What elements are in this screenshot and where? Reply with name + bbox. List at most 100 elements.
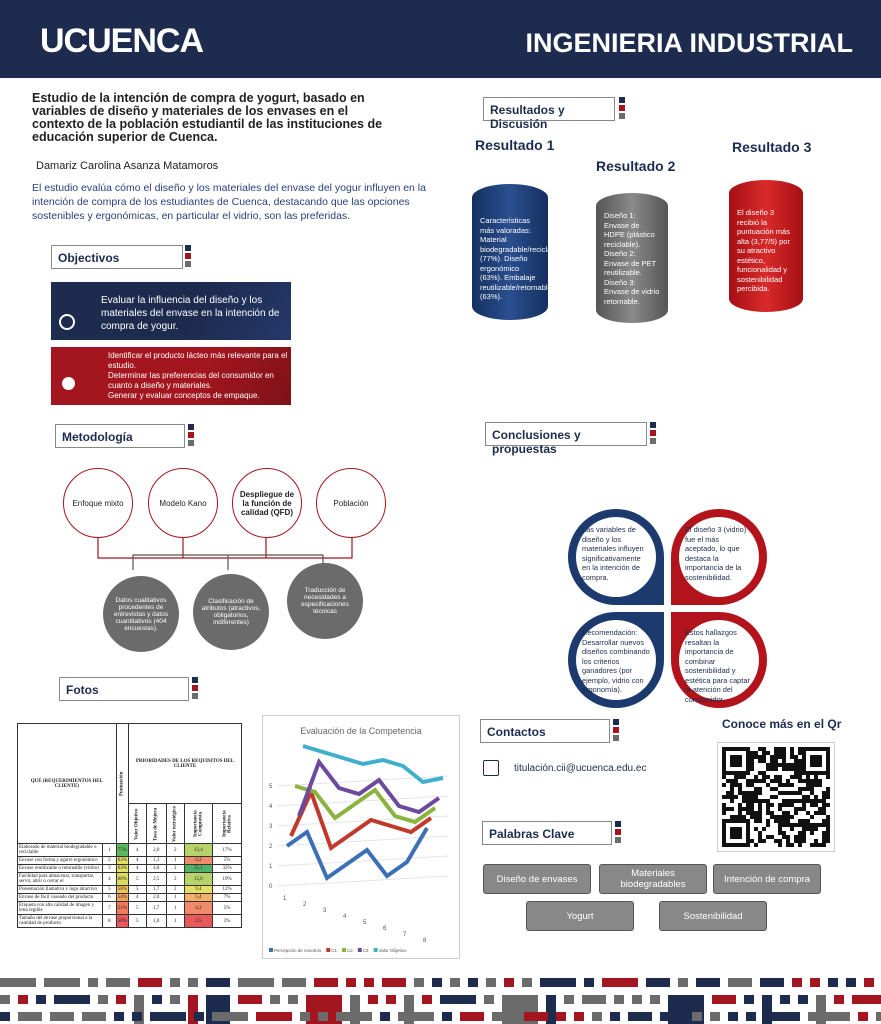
qr-code[interactable]: [717, 742, 835, 852]
table-cell: 54%: [115, 893, 129, 902]
pattern-block: [404, 995, 414, 1024]
table-cell: 5: [127, 914, 147, 928]
pattern-block: [116, 995, 126, 1004]
pattern-block: [492, 1012, 516, 1021]
table-cell: Facilidad para almacenar, transportar, s…: [17, 872, 103, 886]
table-cell: 4: [127, 893, 147, 902]
pattern-block: [546, 995, 556, 1024]
objective-item: Identificar el producto lácteo más relev…: [108, 351, 288, 370]
pattern-block: [18, 1012, 42, 1021]
table-cell: Etiqueta con alta calidad de imagen y le…: [17, 901, 103, 915]
pattern-block: [380, 1012, 390, 1021]
table-cell: 1: [165, 901, 185, 915]
table-cell: Elaborado de material biodegradable o re…: [17, 843, 103, 857]
conclusion-text: El diseño 3 (vidrio) fue el más aceptado…: [679, 517, 759, 597]
table-cell: 2,5: [183, 914, 214, 928]
legend-swatch: [373, 948, 378, 952]
pattern-block: [106, 978, 130, 987]
x-tick-label: 5: [363, 920, 367, 926]
faculty-title: INGENIERIA INDUSTRIAL: [525, 28, 853, 58]
table-cell: 50%: [115, 914, 129, 928]
pattern-block: [170, 995, 180, 1004]
section-marker-icon: [650, 422, 656, 446]
result-text: Características más valoradas: Material …: [480, 216, 562, 301]
result-title: Resultado 3: [732, 139, 812, 155]
table-cell: 15,0: [183, 872, 214, 886]
table-cell: 58%: [115, 885, 129, 894]
table-cell: 63%: [115, 856, 129, 865]
table-cell: 7%: [212, 893, 242, 902]
legend-swatch: [342, 948, 347, 952]
keyword-tag: Sostenibilidad: [659, 901, 767, 931]
email-icon: [483, 760, 499, 776]
section-contactos: Contactos: [480, 719, 610, 743]
pattern-block: [582, 995, 606, 1004]
pattern-block: [0, 1012, 10, 1021]
pattern-block: [744, 995, 754, 1004]
objective-specific-card: Identificar el producto lácteo más relev…: [51, 347, 291, 405]
section-marker-icon: [619, 97, 625, 121]
section-conclusiones: Conclusiones y propuestas: [485, 422, 647, 456]
table-cell: 3: [102, 864, 117, 873]
legend-label: Valor Objetivo: [379, 948, 407, 953]
keyword-tag: Intención de compra: [713, 864, 821, 894]
table-cell: 2: [165, 872, 185, 886]
lightbulb-icon: [62, 377, 75, 390]
table-row: Tamaño del envase proporcional a la cant…: [17, 914, 242, 928]
pattern-block: [152, 995, 162, 1004]
pattern-block: [0, 995, 10, 1004]
table-cell: 4,3: [183, 901, 214, 915]
pattern-block: [650, 995, 660, 1004]
table-cell: 4: [102, 872, 117, 886]
table-cell: 25,1: [183, 864, 214, 873]
pattern-block: [610, 1012, 620, 1021]
pattern-block: [712, 995, 736, 1004]
table-cell: 1,7: [145, 901, 167, 915]
objective-item: Generar y evaluar conceptos de empaque.: [108, 391, 260, 400]
table-cell: 1: [102, 843, 117, 857]
legend-swatch: [326, 948, 331, 952]
pattern-block: [556, 1012, 566, 1021]
method-circle: Modelo Kano: [148, 468, 218, 538]
x-tick-label: 7: [403, 932, 407, 938]
conclusion-leaf: Estos hallazgos resaltan la importancia …: [671, 612, 767, 708]
result-title: Resultado 2: [596, 158, 676, 174]
pattern-block: [346, 978, 356, 987]
pattern-block: [828, 978, 838, 987]
table-cell: 12%: [212, 885, 242, 894]
pattern-block: [414, 978, 424, 987]
pattern-block: [810, 978, 820, 987]
y-tick-label: 2: [269, 844, 273, 850]
chart-title: Evaluación de la Competencia: [300, 726, 422, 736]
pattern-block: [44, 978, 80, 987]
qr-finder: [730, 755, 742, 767]
objective-item: Determinar las preferencias del consumid…: [108, 371, 274, 390]
pattern-block: [150, 1012, 186, 1021]
contact-email[interactable]: titulación.cii@ucuenca.edu.ec: [514, 763, 647, 774]
table-cell: 2,0: [145, 843, 167, 857]
pattern-block: [350, 995, 360, 1024]
pattern-block: [432, 978, 442, 987]
pattern-block: [206, 978, 230, 987]
keyword-tag: Materiales biodegradables: [599, 864, 707, 894]
pattern-block: [134, 995, 144, 1024]
section-metodologia: Metodología: [55, 424, 185, 448]
table-cell: 32%: [212, 864, 242, 873]
pattern-block: [834, 995, 844, 1004]
table-cell: 5: [127, 885, 147, 894]
table-cell: 7: [102, 901, 117, 915]
pattern-block: [386, 995, 396, 1004]
pattern-block: [460, 1012, 484, 1021]
section-palabras-clave: Palabras Clave: [482, 821, 612, 845]
summary: El estudio evalúa cómo el diseño y los m…: [32, 182, 426, 222]
pattern-block: [132, 1012, 142, 1021]
pattern-block: [450, 978, 460, 987]
y-tick-label: 0: [269, 884, 273, 890]
table-cell: 8: [102, 914, 117, 928]
section-fotos: Fotos: [59, 677, 189, 701]
pattern-block: [692, 1012, 702, 1021]
pattern-block: [300, 1012, 310, 1021]
table-cell: 1,7: [145, 885, 167, 894]
pattern-block: [614, 995, 624, 1004]
